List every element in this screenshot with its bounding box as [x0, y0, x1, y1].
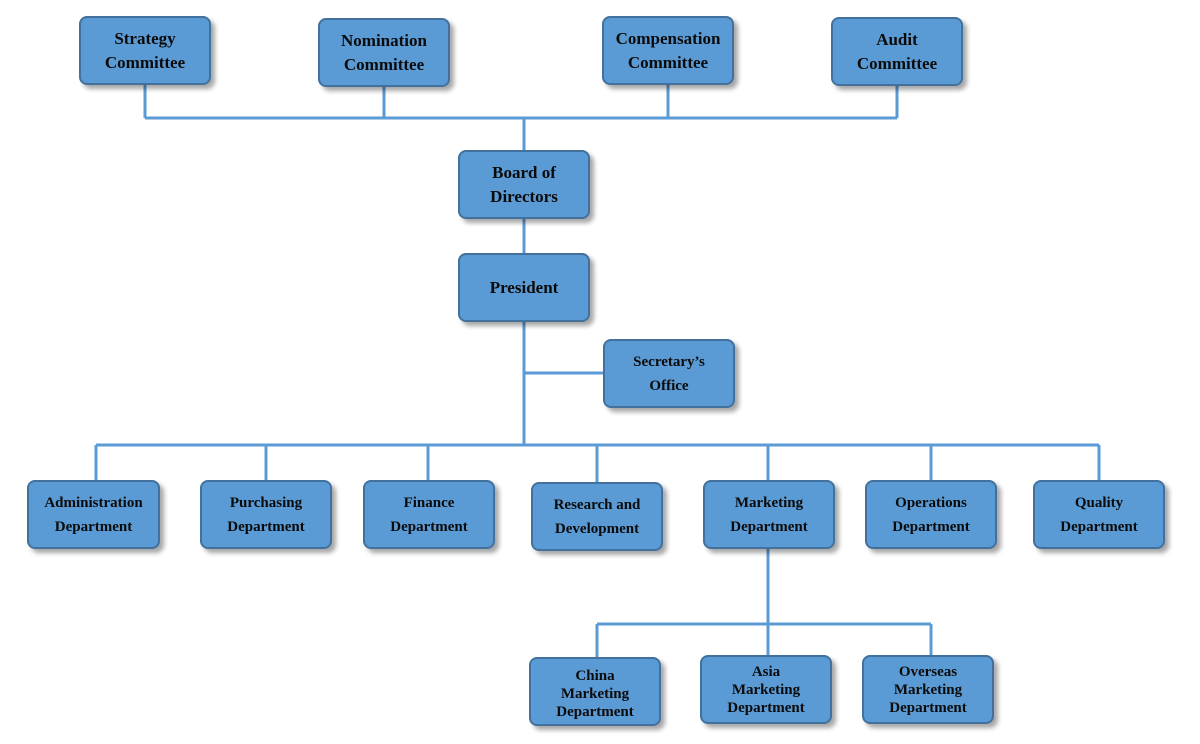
- president-box: President: [458, 253, 590, 322]
- asia-marketing-department-box: Asia Marketing Department: [700, 655, 832, 724]
- purchasing-department-box: Purchasing Department: [200, 480, 332, 549]
- strategy-committee-box: Strategy Committee: [79, 16, 211, 85]
- operations-department-box: Operations Department: [865, 480, 997, 549]
- connector-committees: [143, 84, 899, 150]
- compensation-committee-box: Compensation Committee: [602, 16, 734, 85]
- connector-marketing-subunits: [595, 549, 933, 658]
- finance-department-box: Finance Department: [363, 480, 495, 549]
- overseas-marketing-department-box: Overseas Marketing Department: [862, 655, 994, 724]
- board-of-directors-box: Board of Directors: [458, 150, 590, 219]
- audit-committee-box: Audit Committee: [831, 17, 963, 86]
- connector-president-trunk: [522, 321, 604, 445]
- connector-departments: [94, 443, 1101, 482]
- quality-department-box: Quality Department: [1033, 480, 1165, 549]
- administration-department-box: Administration Department: [27, 480, 160, 549]
- china-marketing-department-box: China Marketing Department: [529, 657, 661, 726]
- research-and-development-box: Research and Development: [531, 482, 663, 551]
- nomination-committee-box: Nomination Committee: [318, 18, 450, 87]
- marketing-department-box: Marketing Department: [703, 480, 835, 549]
- secretarys-office-box: Secretary’s Office: [603, 339, 735, 408]
